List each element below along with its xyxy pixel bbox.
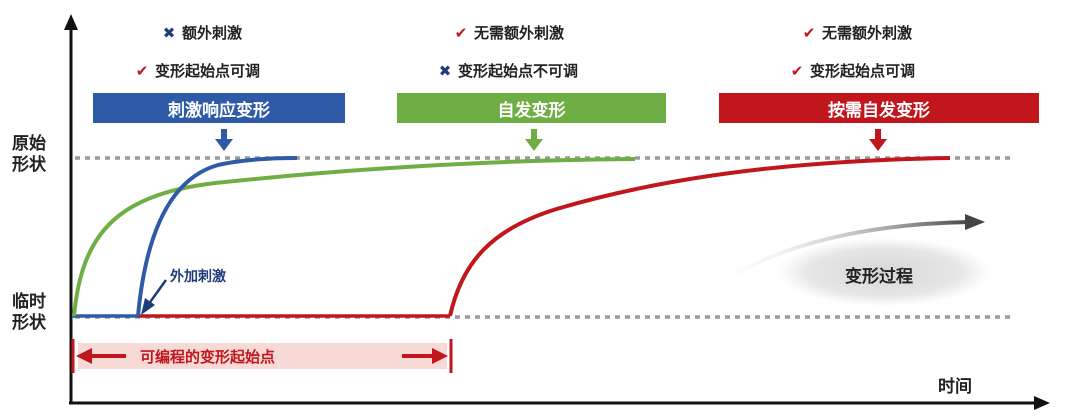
bracket-left-arrow <box>76 348 92 364</box>
banner-on-demand: 按需自发变形 <box>719 93 1039 123</box>
feature-text: 额外刺激 <box>182 24 243 42</box>
process-ellipse <box>778 238 990 306</box>
programmable-start-band <box>78 343 447 369</box>
feature-green-2: ✖ 变形起始点不可调 <box>436 60 578 81</box>
blue-curve <box>136 156 298 317</box>
banner-spontaneous: 自发变形 <box>397 93 666 123</box>
y-label-temporary-line2: 形状 <box>12 313 46 333</box>
x-axis-label: 时间 <box>938 377 972 397</box>
feature-blue-2: ✔ 变形起始点可调 <box>133 60 260 81</box>
banner-stimulus-response: 刺激响应变形 <box>93 93 345 123</box>
red-curve <box>448 156 951 317</box>
y-label-temporary: 临时 形状 <box>12 292 46 334</box>
feature-text: 变形起始点可调 <box>810 62 916 80</box>
green-curve <box>72 157 636 317</box>
y-label-temporary-line1: 临时 <box>12 292 46 312</box>
check-icon: ✔ <box>790 62 804 80</box>
y-label-original-line2: 形状 <box>12 155 46 175</box>
stimulus-pointer-head <box>141 298 155 315</box>
red-down-arrow <box>869 129 887 151</box>
process-label: 变形过程 <box>845 267 913 287</box>
feature-blue-1: ✖ 额外刺激 <box>160 22 242 43</box>
programmable-start-label: 可编程的变形起始点 <box>140 348 276 366</box>
y-axis-arrow <box>64 14 78 30</box>
feature-red-1: ✔ 无需额外刺激 <box>800 22 912 43</box>
check-icon: ✔ <box>135 62 149 80</box>
stimulus-label: 外加刺激 <box>170 269 226 285</box>
check-icon: ✔ <box>802 24 816 42</box>
feature-text: 变形起始点不可调 <box>458 62 579 80</box>
x-axis-arrow <box>1034 396 1050 410</box>
feature-text: 无需额外刺激 <box>474 24 565 42</box>
cross-icon: ✖ <box>438 62 452 80</box>
process-arrow <box>704 220 971 294</box>
feature-green-1: ✔ 无需额外刺激 <box>452 22 564 43</box>
feature-text: 变形起始点可调 <box>155 62 261 80</box>
stimulus-pointer <box>146 279 168 306</box>
y-label-original: 原始 形状 <box>12 134 46 176</box>
cross-icon: ✖ <box>162 24 176 42</box>
y-label-original-line1: 原始 <box>12 134 46 154</box>
bracket-right-arrow <box>432 348 448 364</box>
process-arrow-head <box>965 214 985 230</box>
feature-red-2: ✔ 变形起始点可调 <box>788 60 915 81</box>
blue-down-arrow <box>215 129 233 151</box>
feature-text: 无需额外刺激 <box>822 24 913 42</box>
green-down-arrow <box>525 129 543 151</box>
check-icon: ✔ <box>454 24 468 42</box>
